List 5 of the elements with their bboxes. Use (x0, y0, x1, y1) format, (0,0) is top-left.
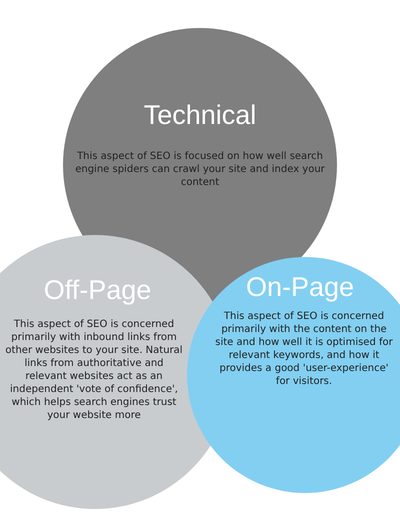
circle-description: This aspect of SEO is concerned primarily with inbound links from other websites to your site. Natural links from authoritative and relevant websites act as an independent 'vote of confidence', which helps search engines trust your website more (4, 318, 184, 422)
circle-title: On-Page (244, 272, 356, 303)
circle-title: Technical (142, 100, 258, 131)
circle-description: This aspect of SEO is focused on how well search engine spiders can crawl your site and index your content (74, 150, 326, 189)
circle-description: This aspect of SEO is concerned primarily with the content on the site and how well it is optimised for relevant keywords, and how it provides a good 'user-experience' for visitors. (214, 310, 394, 388)
